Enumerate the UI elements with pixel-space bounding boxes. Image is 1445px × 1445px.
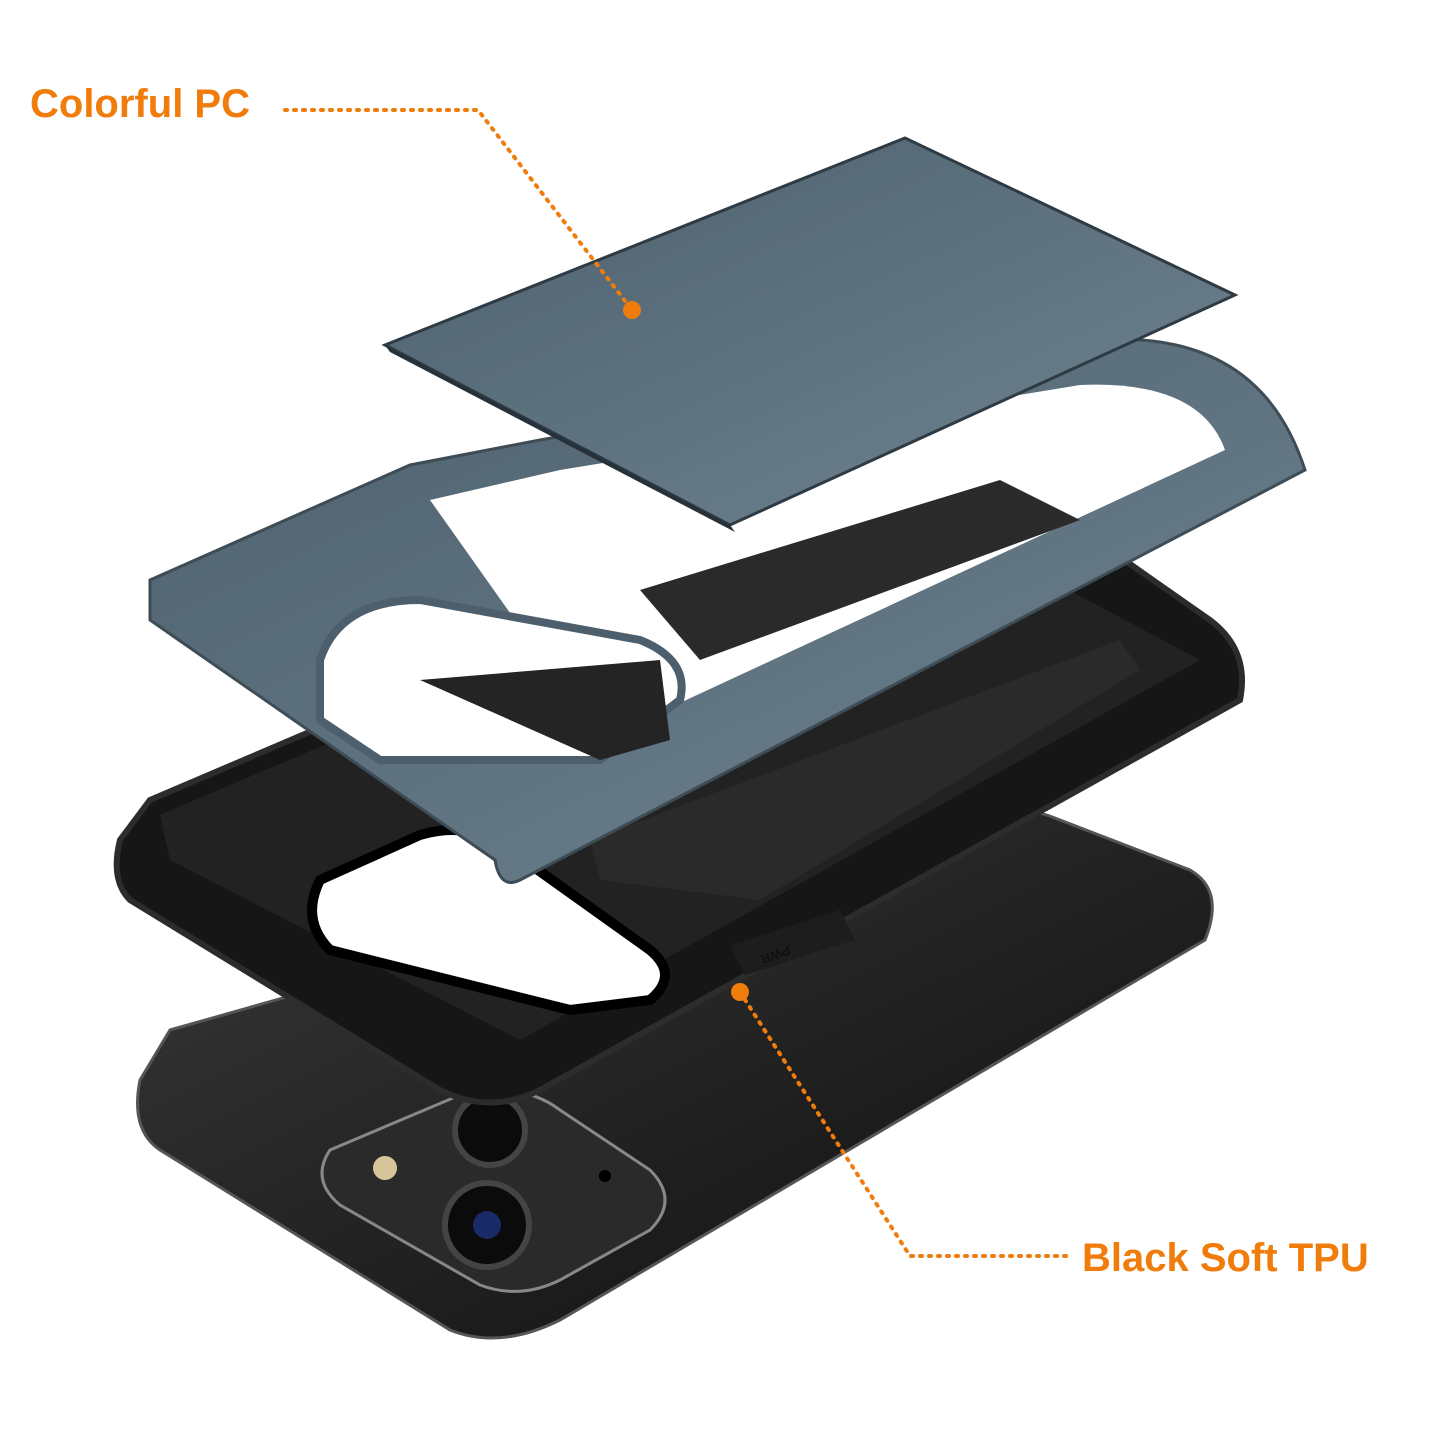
callout-label-tpu: Black Soft TPU <box>1082 1236 1369 1280</box>
callout-label-pc: Colorful PC <box>30 82 250 126</box>
grip-texture <box>590 640 1140 900</box>
leader-line-pc <box>283 108 634 312</box>
phone <box>136 804 1214 1340</box>
power-button-cover <box>730 910 855 975</box>
callout-dot-tpu <box>731 983 749 1001</box>
leader-line-tpu <box>738 990 1074 1258</box>
callout-leaders <box>283 108 1074 1258</box>
callout-dot-pc <box>623 301 641 319</box>
flash-icon <box>373 1156 397 1180</box>
grip-texture <box>640 480 1080 660</box>
pc-card-cover <box>381 136 1239 532</box>
